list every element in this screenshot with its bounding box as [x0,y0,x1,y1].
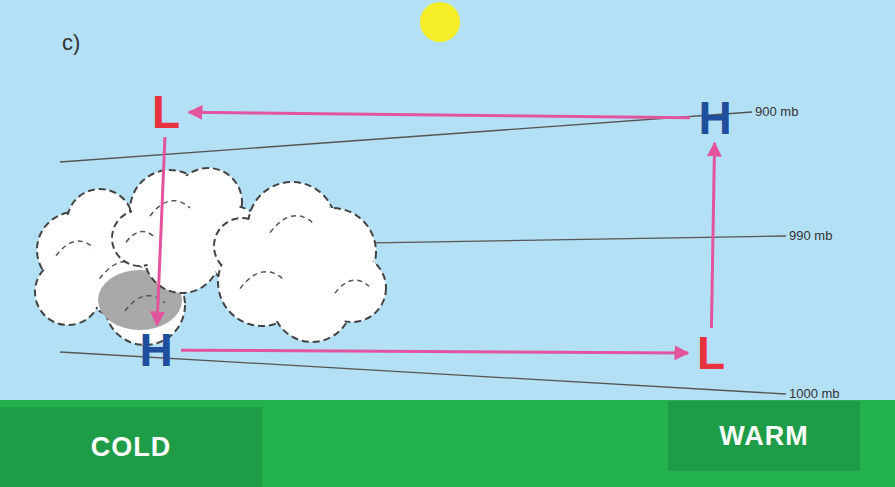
pressure-letter: L [152,89,180,135]
ground [0,400,895,487]
cloud-puff [216,220,268,272]
panel-letter: c) [62,30,80,56]
low-pressure-label: L [143,87,189,137]
sun [420,2,460,42]
pressure-letter: L [697,330,725,376]
cloud-curl [126,231,154,242]
cloud-curl [150,201,190,216]
cloud-curl [240,272,284,289]
cloud-curl [335,280,369,293]
clouds [35,168,386,345]
isobar-label: 990 mb [789,228,832,243]
isobar-label: 1000 mb [789,386,840,401]
zone-box: WARM [668,401,860,471]
cloud-curl [270,216,314,233]
cloud-puff [320,256,384,320]
zone-label: WARM [719,421,808,452]
cloud-puff [114,212,166,264]
flow-arrow [711,143,714,328]
zone-box: COLD [0,407,262,487]
cloud [214,182,386,342]
high-pressure-label: H [131,325,181,375]
pressure-letter: H [139,327,172,373]
zone-label: COLD [91,432,172,463]
low-pressure-label: L [688,328,734,378]
isobar-label: 900 mb [755,104,798,119]
pressure-letter: H [698,95,731,141]
cloud-puff [37,261,99,323]
cloud-curl [56,241,94,256]
high-pressure-label: H [690,93,740,143]
flow-arrow [189,112,690,117]
flow-arrow [181,350,688,353]
flow-arrow [157,137,165,325]
